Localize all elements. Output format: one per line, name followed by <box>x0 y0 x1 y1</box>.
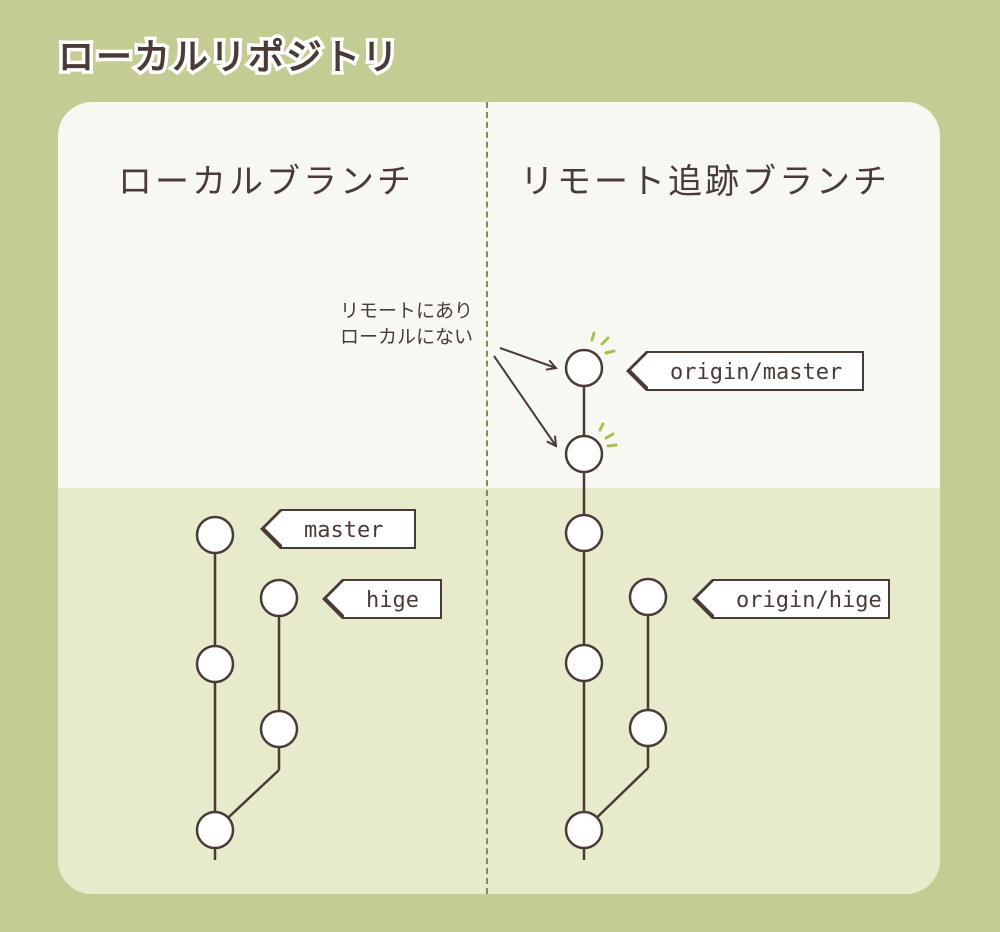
annotation-line-1: リモートにあり <box>340 300 474 322</box>
sparkle-mark-2 <box>598 422 618 448</box>
remote-hige-commit-1 <box>628 577 668 617</box>
annotation-text: リモートにあり ローカルにない <box>340 298 473 350</box>
annotation-line-2: ローカルにない <box>340 326 474 348</box>
sparkle-mark-1 <box>590 331 616 355</box>
local-hige-commit-2 <box>259 709 299 749</box>
remote-hige-tag: origin/hige <box>692 578 890 619</box>
remote-base-commit <box>564 810 604 850</box>
remote-hige-commit-2 <box>628 708 668 748</box>
remote-master-commit-1 <box>564 513 604 553</box>
remote-master-tag: origin/master <box>626 350 864 391</box>
annotation-arrow-2 <box>493 355 556 446</box>
page-title: ローカルリポジトリ <box>54 34 401 82</box>
local-master-commit-2 <box>195 644 235 684</box>
remote-tracking-heading: リモート追跡ブランチ <box>520 162 890 202</box>
remote-new-commit-1 <box>564 348 604 388</box>
local-master-tag: master <box>260 508 416 549</box>
local-master-commit-1 <box>195 515 235 555</box>
local-hige-tag: hige <box>322 578 442 619</box>
remote-new-commit-2 <box>564 434 604 474</box>
local-base-commit <box>195 810 235 850</box>
column-divider <box>486 102 488 894</box>
annotation-arrow-1 <box>499 347 556 368</box>
remote-master-commit-2 <box>564 643 604 683</box>
local-branch-heading: ローカルブランチ <box>118 162 414 202</box>
diagram-panel: ローカルブランチ リモート追跡ブランチ リモートにあり ローカルにない <box>58 102 940 894</box>
local-hige-commit-1 <box>259 578 299 618</box>
